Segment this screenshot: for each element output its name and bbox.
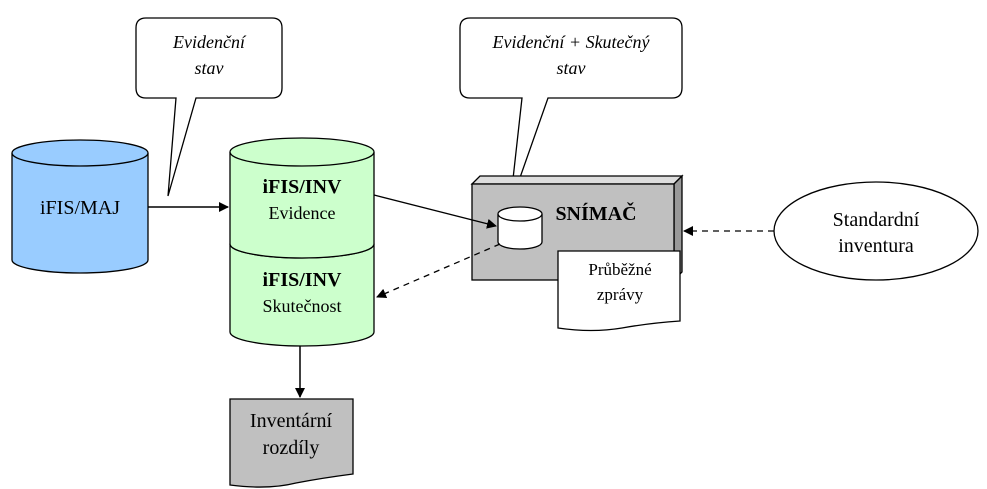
document-zpravy-line2: zprávy bbox=[597, 285, 644, 304]
database-maj-label: iFIS/MAJ bbox=[40, 197, 120, 219]
database-ifis-inv-evidence: iFIS/INV Evidence bbox=[229, 137, 375, 259]
database-skutecnost-title: iFIS/INV bbox=[263, 269, 342, 291]
database-skutecnost-subtitle: Skutečnost bbox=[263, 296, 342, 316]
document-rozdily-line1: Inventární bbox=[250, 410, 333, 432]
callout-bubble-icon bbox=[135, 17, 283, 197]
database-evidence-title: iFIS/INV bbox=[263, 176, 342, 198]
standard-inventory-line1: Standardní bbox=[833, 209, 920, 231]
database-cylinder-icon bbox=[229, 152, 375, 259]
callout-left-line2: stav bbox=[195, 58, 224, 78]
callout-right-line2: stav bbox=[557, 58, 586, 78]
callout-left-line1: Evidenční bbox=[172, 32, 247, 52]
document-shape-icon bbox=[557, 250, 681, 332]
database-cylinder-icon bbox=[11, 153, 149, 274]
database-evidence-subtitle: Evidence bbox=[269, 203, 336, 223]
callout-evidencni-stav: Evidenční stav bbox=[135, 17, 283, 197]
arrow-evidence-to-scanner bbox=[373, 194, 497, 229]
database-ifis-maj: iFIS/MAJ bbox=[11, 139, 149, 274]
document-zpravy-line1: Průběžné bbox=[588, 260, 651, 279]
scanner-database-icon bbox=[497, 206, 543, 250]
arrow-scanner-to-skutecnost bbox=[376, 243, 501, 299]
document-shape-icon bbox=[229, 398, 354, 488]
callout-evidencni-skutecny-stav: Evidenční + Skutečný stav bbox=[459, 17, 683, 207]
standard-inventory-line2: inventura bbox=[838, 235, 914, 257]
document-inventarni-rozdily: Inventární rozdíly bbox=[229, 398, 354, 488]
standard-inventory-node: Standardní inventura bbox=[773, 181, 979, 281]
callout-right-line1: Evidenční + Skutečný bbox=[491, 32, 649, 52]
document-prubezne-zpravy: Průběžné zprávy bbox=[557, 250, 681, 332]
document-rozdily-line2: rozdíly bbox=[263, 437, 320, 459]
scanner-label: SNÍMAČ bbox=[555, 201, 636, 225]
database-cylinder-icon bbox=[229, 244, 375, 347]
callout-bubble-icon bbox=[459, 17, 683, 207]
